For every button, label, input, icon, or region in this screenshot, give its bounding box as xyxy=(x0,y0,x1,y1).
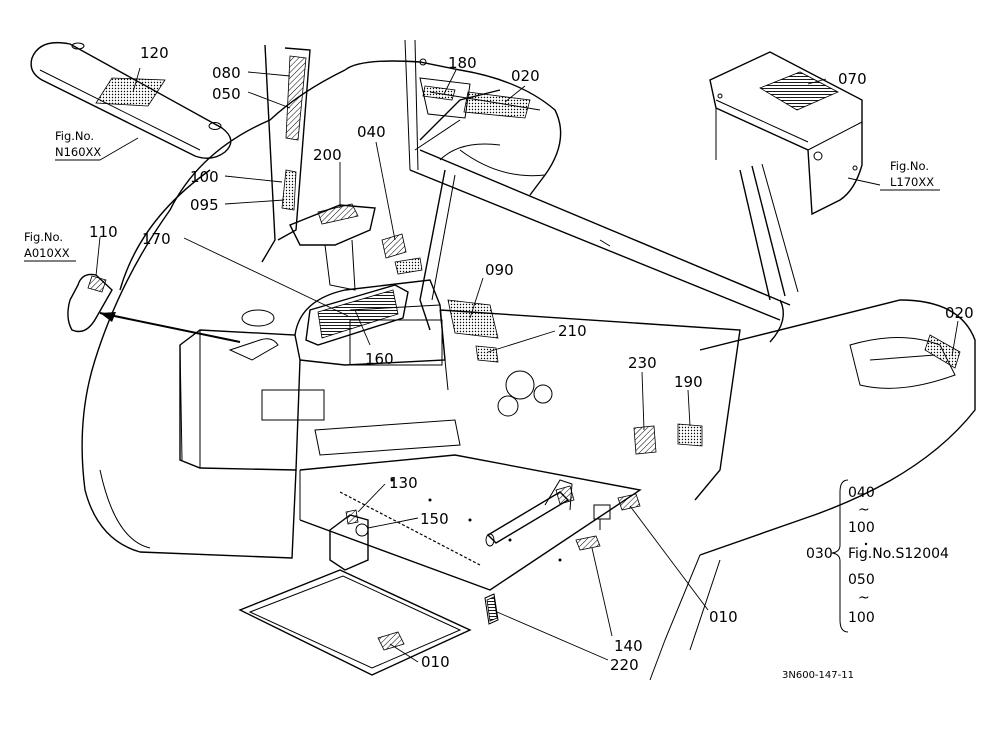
callout-070: 070 xyxy=(838,70,867,88)
callout-230: 230 xyxy=(628,354,657,372)
callout-020-top: 020 xyxy=(511,67,540,85)
callout-210: 210 xyxy=(558,322,587,340)
fig-ref-a010-label: Fig.No. xyxy=(24,230,63,244)
group030-range1-start: 040 xyxy=(848,485,875,501)
callout-110: 110 xyxy=(89,223,118,241)
group-030-reference: 040 ~ 100 030 Fig.No.S12004 050 ~ 100 xyxy=(806,479,949,633)
sun-visor-part xyxy=(30,41,232,159)
callout-100: 100 xyxy=(190,168,219,186)
figure-references: Fig.No. N160XX Fig.No. A010XX Fig.No. L1… xyxy=(24,129,940,262)
drawing-code: 3N600-147-11 xyxy=(782,670,854,681)
right-fender-part xyxy=(649,299,976,681)
callout-200: 200 xyxy=(313,146,342,164)
callout-050: 050 xyxy=(212,85,241,103)
callout-090: 090 xyxy=(485,261,514,279)
group030-fig-ref: Fig.No.S12004 xyxy=(848,546,949,562)
fig-ref-l170-label: Fig.No. xyxy=(890,159,929,173)
callout-010-right: 010 xyxy=(709,608,738,626)
fig-ref-a010-code: A010XX xyxy=(24,246,70,260)
callout-leaders xyxy=(95,67,959,663)
callout-095: 095 xyxy=(190,196,219,214)
group030-id: 030 xyxy=(806,546,833,562)
callout-120: 120 xyxy=(140,44,169,62)
fig-ref-l170-code: L170XX xyxy=(890,175,934,189)
callout-080: 080 xyxy=(212,64,241,82)
callout-180: 180 xyxy=(448,54,477,72)
callout-labels: 120 080 050 180 020 070 040 200 100 095 … xyxy=(89,44,974,674)
fig-ref-n160-code: N160XX xyxy=(55,145,101,159)
group030-range1-tilde: ~ xyxy=(858,502,870,518)
floor-and-rear-wall xyxy=(238,299,741,676)
group030-range1-end: 100 xyxy=(848,520,875,536)
callout-020-right: 020 xyxy=(945,304,974,322)
callout-010-bottom: 010 xyxy=(421,653,450,671)
callout-220: 220 xyxy=(610,656,639,674)
fig-ref-n160-label: Fig.No. xyxy=(55,129,94,143)
cross-frame-part xyxy=(409,89,799,343)
callout-130: 130 xyxy=(389,474,418,492)
callout-040: 040 xyxy=(357,123,386,141)
callout-160: 160 xyxy=(365,350,394,368)
group030-range2-end: 100 xyxy=(848,610,875,626)
group030-range2-start: 050 xyxy=(848,572,875,588)
cab-console-body xyxy=(81,39,562,559)
side-lever-part xyxy=(67,273,113,333)
callout-190: 190 xyxy=(674,373,703,391)
callout-170: 170 xyxy=(142,230,171,248)
cab-pillar-part xyxy=(261,44,311,263)
group030-range2-tilde: ~ xyxy=(858,590,870,606)
callout-140: 140 xyxy=(614,637,643,655)
callout-150: 150 xyxy=(420,510,449,528)
cab-rear-panel-part xyxy=(709,51,863,216)
